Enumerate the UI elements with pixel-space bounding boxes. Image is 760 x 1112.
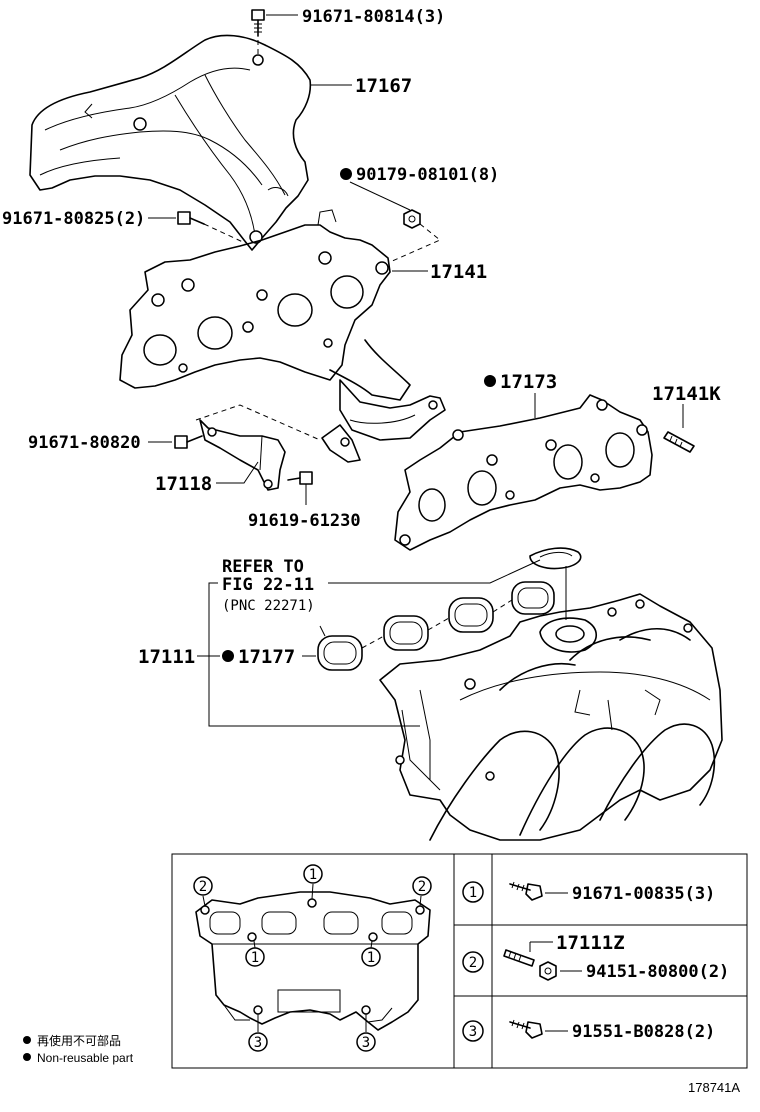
exhaust-manifold-drawing xyxy=(119,209,446,463)
inset-marker: 3 xyxy=(356,1032,376,1052)
row-part-number: 17111Z xyxy=(556,932,625,954)
throttle-gasket-drawing xyxy=(529,547,582,570)
inset-marker: 3 xyxy=(248,1032,268,1052)
nut-icon xyxy=(403,209,421,229)
row-part-number: 91551-B0828(2) xyxy=(572,1022,715,1042)
callout-gasket-intake: 17177 xyxy=(238,646,295,668)
stud-icon xyxy=(663,431,695,453)
callout-bolt-insulator: 91671-80825(2) xyxy=(2,209,145,229)
non-reusable-dot-icon xyxy=(484,375,496,387)
refer-line-3: (PNC 22271) xyxy=(222,598,315,614)
refer-line-2: FIG 22-11 xyxy=(222,575,314,595)
legend-japanese: 再使用不可部品 xyxy=(37,1033,121,1048)
inset-marker: 2 xyxy=(193,876,213,896)
row-part-number: 91671-00835(3) xyxy=(572,884,715,904)
bolt-top-icon xyxy=(251,9,265,56)
non-reusable-dot-icon xyxy=(23,1036,31,1044)
callout-bolt-stay2: 91619-61230 xyxy=(248,511,361,531)
row-marker: 3 xyxy=(469,1024,477,1040)
stay-bracket-drawing xyxy=(199,419,286,491)
inset-manifold-drawing xyxy=(195,883,431,1032)
inset-marker: 1 xyxy=(245,947,265,967)
bolt-stay-icon xyxy=(174,435,203,449)
svg-text:3: 3 xyxy=(254,1035,262,1051)
callout-stay: 17118 xyxy=(155,473,212,495)
callout-bolt-top: 91671-80814(3) xyxy=(302,7,445,27)
svg-text:1: 1 xyxy=(309,867,317,883)
svg-text:2: 2 xyxy=(418,879,426,895)
callout-gasket-exhaust: 17173 xyxy=(500,371,557,393)
intake-manifold-drawing xyxy=(379,566,723,841)
inset-marker: 1 xyxy=(303,864,323,884)
non-reusable-dot-icon xyxy=(340,168,352,180)
table-row: 3 91551-B0828(2) xyxy=(462,1019,715,1042)
svg-text:1: 1 xyxy=(367,950,375,966)
bolt-icon xyxy=(509,881,543,901)
row-part-number: 94151-80800(2) xyxy=(586,962,729,982)
inset-marker: 1 xyxy=(361,947,381,967)
figure-id: 178741A xyxy=(688,1080,740,1095)
svg-text:2: 2 xyxy=(199,879,207,895)
bolt-stay2-icon xyxy=(287,471,313,505)
nut-icon xyxy=(539,961,557,981)
svg-text:1: 1 xyxy=(251,950,259,966)
stud-icon xyxy=(503,949,535,967)
table-row: 2 17111Z 94151-80800(2) xyxy=(462,932,729,982)
legend-english: Non-reusable part xyxy=(37,1051,134,1065)
table-row: 1 91671-00835(3) xyxy=(462,881,715,904)
callout-intake-manifold: 17111 xyxy=(138,646,195,668)
svg-text:3: 3 xyxy=(362,1035,370,1051)
callout-nut: 90179-08101(8) xyxy=(356,165,499,185)
row-marker: 1 xyxy=(469,885,477,901)
intake-gasket-drawing xyxy=(317,581,555,671)
non-reusable-dot-icon xyxy=(23,1053,31,1061)
callout-heat-insulator: 17167 xyxy=(355,75,412,97)
callout-exhaust-manifold: 17141 xyxy=(430,261,487,283)
refer-line-1: REFER TO xyxy=(222,557,304,577)
row-marker: 2 xyxy=(469,955,477,971)
legend: 再使用不可部品 Non-reusable part xyxy=(23,1033,134,1065)
bolt-icon xyxy=(509,1019,543,1039)
inset-marker: 2 xyxy=(412,876,432,896)
fastener-table xyxy=(171,853,748,1069)
callout-stud: 17141K xyxy=(652,383,721,405)
callout-bolt-stay: 91671-80820 xyxy=(28,433,141,453)
bolt-insulator-icon xyxy=(177,211,205,225)
exhaust-gasket-drawing xyxy=(394,394,653,551)
non-reusable-dot-icon xyxy=(222,650,234,662)
heat-insulator-drawing xyxy=(29,34,312,251)
